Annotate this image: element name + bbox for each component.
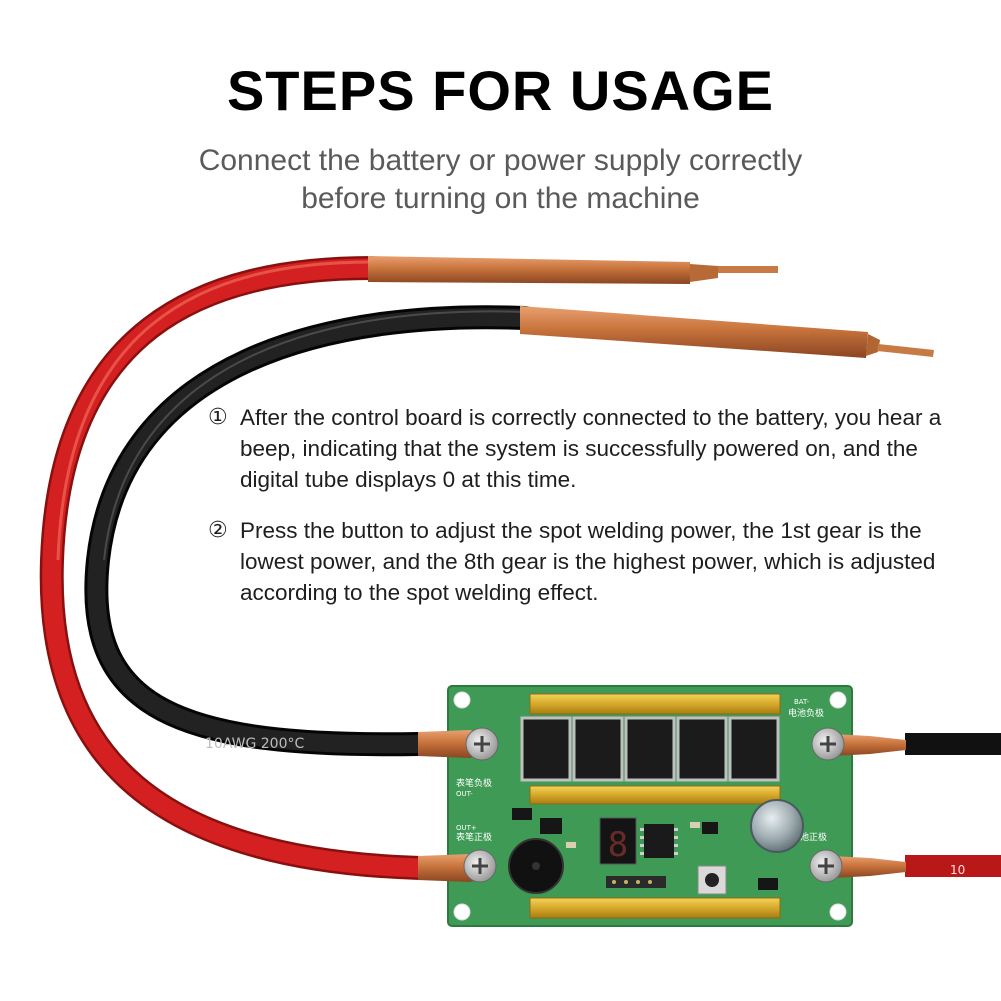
mosfet-row [520,716,780,782]
page-subtitle: Connect the battery or power supply corr… [0,142,1001,218]
usage-steps: ① After the control board is correctly c… [208,402,978,628]
label-bat-positive: 池正极 [800,831,827,843]
welding-pen-positive [368,256,778,284]
terminal-bat-negative [811,727,906,761]
label-pen-negative-en: OUT- [456,790,473,798]
label-bat-negative-en: BAT- [794,698,810,706]
label-pen-negative: 表笔负极 [456,777,492,789]
label-pen-positive: 表笔正极 [456,831,492,843]
capacitor [750,799,804,853]
terminal-pen-positive [418,849,497,883]
black-cable: 10AWG 200°C [84,305,1001,757]
step-1: ① After the control board is correctly c… [208,402,978,495]
digital-tube-display: 8 [608,825,628,865]
terminal-bat-positive [809,849,906,883]
welding-pen-negative [520,306,934,358]
label-bat-negative: 电池负极 [788,707,824,719]
red-cable: 10 [39,256,1001,880]
label-pen-positive-en: OUT+ [456,824,477,832]
page-title: STEPS FOR USAGE [226,59,775,122]
step-2-marker: ② [208,518,228,543]
control-board: 电池负极 BAT- 表笔负极 OUT- OUT+ 表笔正极 池正极 8 [418,685,906,927]
subtitle-line-2: before turning on the machine [301,182,700,215]
red-cable-print: 10 [950,863,965,877]
step-2-text: Press the button to adjust the spot weld… [240,518,936,605]
terminal-pen-negative [418,727,499,761]
step-1-marker: ① [208,405,228,430]
black-cable-print: 10AWG 200°C [205,736,304,752]
step-2: ② Press the button to adjust the spot we… [208,515,978,608]
subtitle-line-1: Connect the battery or power supply corr… [198,144,803,177]
step-1-text: After the control board is correctly con… [240,405,942,492]
